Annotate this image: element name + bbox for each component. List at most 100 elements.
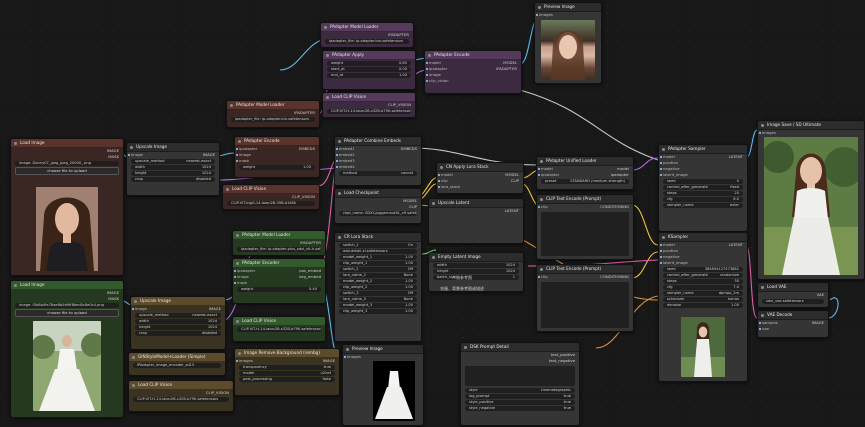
node-preview-image-bottom[interactable]: Preview Image images: [342, 344, 424, 426]
ipadapter-file-widget[interactable]: ipadapter_file: ip-adapter-plus_sdxl_vit…: [237, 247, 321, 252]
ipadapter-file-widget[interactable]: ipadapter_file: ip-adapter.bin.safetenso…: [231, 117, 315, 122]
output-mask[interactable]: MASK: [108, 154, 119, 159]
output-slot[interactable]: MODEL: [335, 198, 421, 204]
output-mask[interactable]: MASK: [108, 296, 119, 301]
output-ipadapter[interactable]: IPADAPTER: [388, 32, 409, 37]
input-image[interactable]: image: [425, 72, 521, 78]
output-image[interactable]: IMAGE: [208, 306, 221, 311]
node-title[interactable]: Image Save / SD Ultimate: [758, 121, 864, 130]
clip-name-widget[interactable]: CLIP-ViT-H-14-laion2B-s32B-b79K.safetens…: [133, 397, 229, 402]
node-title[interactable]: Image Remove Background (rembg): [235, 349, 339, 358]
output-slot[interactable]: CLIP: [335, 204, 421, 210]
output-conditioning[interactable]: CONDITIONING: [600, 274, 629, 279]
node-title[interactable]: Load CLIP Vision: [233, 317, 325, 326]
node-ipadapter-model-loader-mid[interactable]: PAdapter Model Loader IPADAPTER ipadapte…: [226, 100, 320, 128]
clip-name-widget[interactable]: CLIP-ViT-bigG-14-laion2B-39B-b160k: [227, 201, 315, 206]
lora-name-1-widget[interactable]: add-detail-xl.safetensors: [339, 249, 417, 254]
node-load-image-2[interactable]: Load Image IMAGE MASK image: f3b8a0fe78a…: [10, 280, 124, 418]
node-ipadapter-model-loader-top[interactable]: PAdapter Model Loader IPADAPTER ipadapte…: [320, 22, 414, 48]
node-load-checkpoint[interactable]: Load Checkpoint MODEL CLIP ckpt_name: SD…: [334, 188, 422, 224]
output-slot[interactable]: IPADAPTER: [233, 240, 325, 246]
input-embed3[interactable]: embed3: [335, 158, 421, 164]
input-images[interactable]: images: [343, 354, 423, 360]
output-clip-vision[interactable]: CLIP_VISION: [205, 390, 229, 395]
node-title[interactable]: PAdapter Encode: [425, 51, 521, 60]
node-title[interactable]: PAdapter Model Loader: [233, 231, 325, 240]
output-slot[interactable]: CLIP_VISION: [323, 102, 415, 108]
output-image[interactable]: IMAGE: [811, 320, 824, 325]
image-select[interactable]: image: Danny07_jpeg_jpeg_20000_.png: [15, 161, 119, 166]
node-title[interactable]: Upscale Latent: [429, 199, 523, 208]
clip-name-widget[interactable]: CLIP-ViT-H-14-laion2B-s32B-b79K.safetens…: [237, 327, 321, 332]
ckpt-name-widget[interactable]: ckpt_name: SDXL\juggernautXL_v9.safetens…: [339, 211, 417, 216]
node-title[interactable]: PAdapter Apply: [323, 51, 415, 60]
output-slot[interactable]: text_positive: [461, 352, 579, 358]
output-text-positive[interactable]: text_positive: [550, 352, 575, 357]
image-select[interactable]: image: f3b8a0fe78ae8b5bf9f8bed0c8e0c4.pn…: [15, 303, 119, 308]
upload-button[interactable]: choose file to upload: [15, 309, 119, 317]
negative-prompt-textarea[interactable]: [541, 282, 629, 328]
node-title[interactable]: Upscale Image: [131, 297, 225, 306]
node-title[interactable]: Load Checkpoint: [335, 189, 421, 198]
ipadapter-file-widget[interactable]: ipadapter_file: ip-adapter.bin.safetenso…: [325, 39, 409, 44]
input-embed4[interactable]: embed4: [335, 164, 421, 170]
input-mask[interactable]: mask: [235, 158, 319, 164]
node-title[interactable]: PAdapter Model Loader: [321, 23, 413, 32]
node-title[interactable]: CLIP Text Encode (Prompt): [537, 265, 633, 274]
positive-prompt-textarea[interactable]: [541, 212, 629, 256]
output-vae[interactable]: VAE: [816, 292, 824, 297]
output-latent[interactable]: LATENT: [728, 242, 743, 247]
model-name-widget[interactable]: IPAdapter_image_encoder_sd15: [133, 363, 221, 368]
node-title[interactable]: GINStyleModel+Loader (Simple): [129, 353, 225, 362]
output-clip-vision[interactable]: CLIP_VISION: [291, 194, 315, 199]
node-ipadapter-model-loader-bottom[interactable]: PAdapter Model Loader IPADAPTER ipadapte…: [232, 230, 326, 256]
output-slot[interactable]: IPADAPTER: [321, 32, 413, 38]
node-load-vae[interactable]: Load VAE VAE sdxl_vae.safetensors: [757, 282, 829, 308]
node-load-image[interactable]: Load Image IMAGE MASK image: Danny07_jpe…: [10, 138, 124, 276]
output-image[interactable]: IMAGE: [106, 290, 119, 295]
node-title[interactable]: Load Image: [11, 281, 123, 290]
output-embeds[interactable]: EMBEDS: [400, 146, 417, 151]
output-clip-vision[interactable]: CLIP_VISION: [387, 102, 411, 107]
input-negative[interactable]: negative: [659, 166, 747, 172]
output-slot[interactable]: text_negative: [461, 358, 579, 364]
output-text-negative[interactable]: text_negative: [549, 358, 575, 363]
